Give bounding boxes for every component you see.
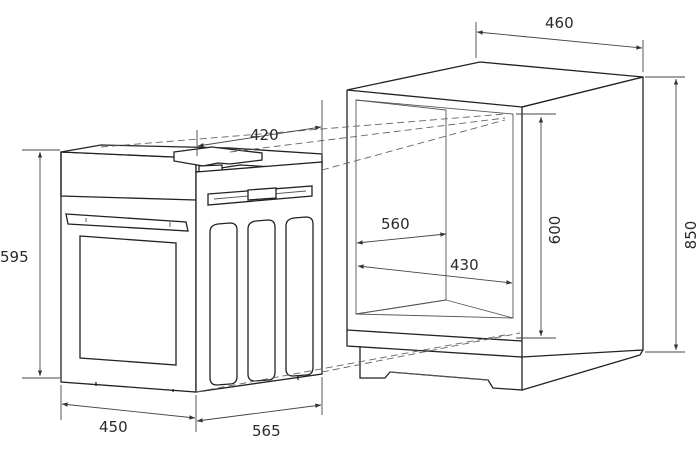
dimension-lines: [22, 22, 685, 432]
label-oven-height: 595: [0, 248, 29, 266]
label-niche-width: 430: [450, 256, 479, 274]
oven: [60, 144, 323, 393]
cabinet: [346, 61, 644, 391]
label-cabinet-depth: 460: [545, 14, 574, 32]
label-oven-depth: 565: [252, 422, 281, 440]
label-cabinet-height: 850: [682, 221, 700, 250]
label-oven-width: 450: [99, 418, 128, 436]
label-oven-top-width: 420: [250, 126, 279, 144]
label-niche-height: 600: [546, 216, 564, 245]
label-niche-depth: 560: [381, 215, 410, 233]
